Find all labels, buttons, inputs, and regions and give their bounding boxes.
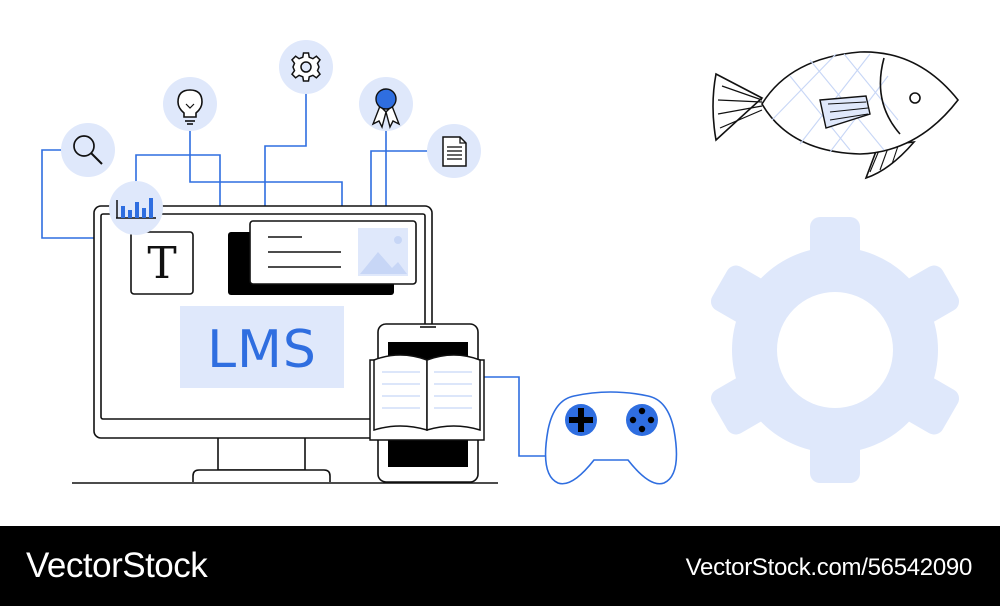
footer-bar: VectorStock VectorStock.com/56542090 [0,526,1000,606]
large-gear-icon [710,217,960,483]
fish-icon [712,51,960,180]
bar-chart-icon [109,181,163,235]
gamepad-icon [544,391,678,485]
gear-icon [279,40,333,94]
brand-logo-text: VectorStock [26,546,208,585]
image-id-text: VectorStock.com/56542090 [685,554,973,581]
content-cards [228,220,417,295]
lms-illustration: T LMS [41,40,960,485]
search-icon [61,123,115,177]
text-tool-letter: T [147,238,176,289]
document-icon [427,124,481,178]
connector-lines [41,93,547,457]
open-book-icon [369,354,485,441]
award-ribbon-icon [359,77,413,131]
text-tool-box: T [130,231,194,295]
lms-text: LMS [207,320,317,380]
lms-label: LMS [180,306,344,388]
image-icon [358,228,408,276]
lightbulb-icon [163,77,217,131]
